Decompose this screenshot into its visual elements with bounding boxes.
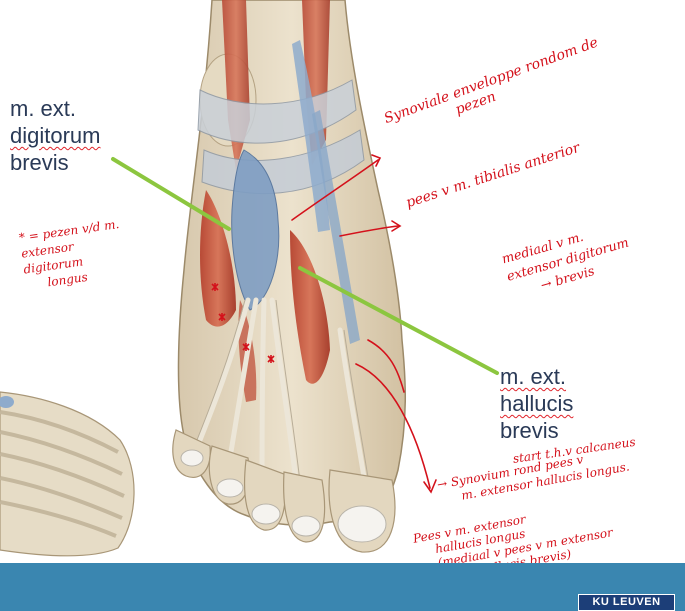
- hallucis-tendon-sheath: [312, 110, 360, 344]
- asterisk-markers: [211, 283, 275, 363]
- label-ext-digitorum-brevis: m. ext. digitorum brevis: [10, 95, 100, 176]
- label-line: brevis: [500, 418, 559, 443]
- pointer-ext-digitorum: [111, 157, 231, 231]
- toenails: [180, 449, 387, 543]
- label-line: hallucis: [500, 391, 574, 416]
- arrow-pees-hallucis: [355, 363, 431, 489]
- ku-leuven-logo: KU LEUVEN: [578, 594, 675, 611]
- arrowhead-pees-hallucis: [423, 479, 437, 494]
- annotation-arrows: [291, 154, 437, 494]
- side-foot-tendons: [0, 410, 125, 538]
- arrowhead-tibialis: [391, 220, 402, 232]
- ext-digitorum-brevis-muscle: [200, 190, 236, 327]
- label-line: digitorum: [10, 123, 101, 148]
- label-line: m. ext.: [10, 96, 77, 121]
- arrow-tibialis: [339, 225, 399, 237]
- synovial-sheath: [231, 149, 280, 311]
- footer-bar: [0, 563, 685, 611]
- side-foot-sheath: [0, 396, 14, 408]
- arrowhead-synoviale: [371, 154, 382, 167]
- arrow-synoviale: [291, 159, 379, 221]
- label-line: m. ext.: [500, 364, 567, 389]
- tibialis-tendon-sheath: [292, 40, 330, 232]
- pointer-ext-hallucis: [298, 266, 499, 375]
- label-line: brevis: [10, 150, 69, 175]
- arrow-start: [367, 339, 405, 393]
- label-ext-hallucis-brevis: m. ext. hallucis brevis: [500, 363, 573, 444]
